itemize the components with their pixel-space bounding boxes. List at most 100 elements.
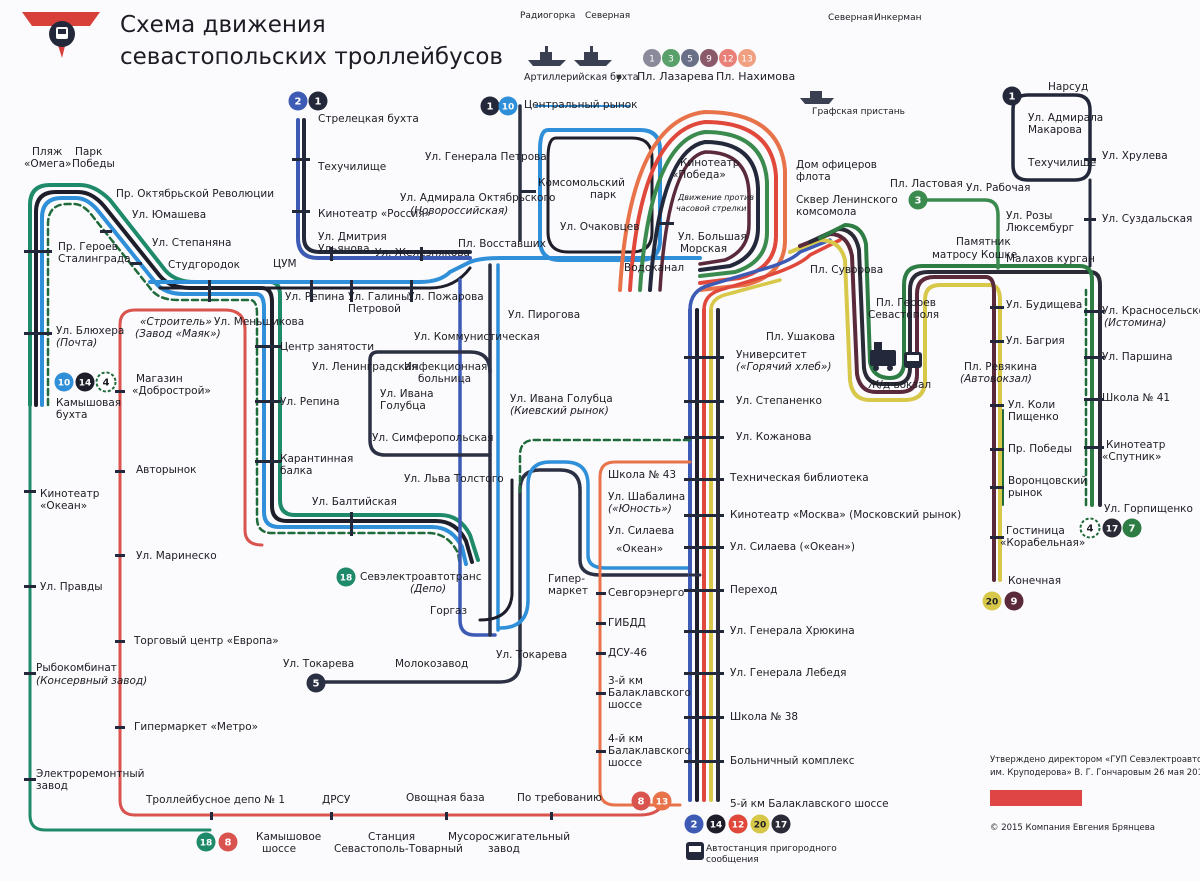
- stop-label-oktyab2: (Новороссийская): [410, 205, 508, 217]
- route-line-3-east: [923, 198, 1000, 270]
- stop-label-metro: Гипермаркет «Метро»: [134, 721, 258, 733]
- stop-label-galiny2: Петровой: [348, 303, 401, 315]
- stop-label-budish: Ул. Будищева: [1006, 299, 1082, 311]
- route-badge-14: 14: [706, 814, 726, 834]
- stop-label-krasn2: (Истомина): [1104, 317, 1166, 329]
- stop-label-blyukh1: Ул. Блюхера: [56, 325, 124, 337]
- route-badge-4: 4: [1079, 517, 1101, 539]
- route-line-1-narsud: [1011, 93, 1092, 182]
- route-badge-label: 13: [741, 55, 752, 65]
- route-line-2-south: [458, 278, 497, 637]
- route-badge-3: 3: [908, 190, 928, 210]
- stop-label-dobro1: Магазин: [136, 373, 183, 385]
- svg-text:5: 5: [313, 679, 320, 690]
- stop-label-elektro2: завод: [36, 780, 68, 792]
- svg-text:8: 8: [638, 797, 645, 808]
- map-title-line1: Схема движения: [120, 12, 326, 38]
- stop-label-km4c: шоссе: [608, 757, 642, 769]
- route-badge-1: 1: [308, 91, 328, 111]
- stop-label-korab2: «Корабельная»: [1000, 537, 1085, 549]
- stop-label-repina2: Ул. Репина: [280, 396, 340, 408]
- stop-label-krasn1: Ул. Красносельского: [1102, 305, 1200, 317]
- approval-line2: им. Круподерова» В. Г. Гончаровым 26 мая…: [990, 768, 1200, 778]
- label-artil-bukhta: Артиллерийская бухта: [524, 72, 639, 83]
- route-badge-17: 17: [771, 814, 791, 834]
- stop-label-gorgaz: Горгаз: [430, 605, 467, 617]
- route-line-4: [46, 202, 462, 568]
- stop-label-shk43: Школа № 43: [608, 469, 676, 481]
- route-badge-4: 4: [95, 371, 117, 393]
- stop-label-narsud: Нарсуд: [1048, 81, 1088, 93]
- stop-label-tolst: Ул. Льва Толстого: [404, 473, 504, 485]
- stop-label-korab1: Гостиница: [1006, 525, 1065, 537]
- stop-label-ryb2: (Консервный завод): [36, 675, 147, 687]
- bus-station-icon: [686, 842, 704, 860]
- stop-label-stepan: Ул. Степаняна: [152, 237, 231, 249]
- stop-label-pamyat1: Памятник: [956, 236, 1011, 248]
- stop-label-suvor: Пл. Суворова: [810, 264, 883, 276]
- stop-label-tekhuch: Техучилище: [1027, 157, 1096, 169]
- stop-label-kamb2: бухта: [56, 409, 87, 421]
- svg-text:18: 18: [200, 839, 213, 849]
- corner-label-severnaya: Северная: [585, 11, 630, 21]
- stop-label-karant1: Карантинная: [280, 453, 353, 465]
- stop-label-lebed: Ул. Генерала Лебедя: [730, 667, 846, 679]
- svg-text:2: 2: [295, 97, 302, 108]
- svg-text:1: 1: [315, 97, 322, 108]
- stop-label-oktyab1: Ул. Адмирала Октябрьского: [400, 192, 555, 204]
- corner-label-radiogorka: Радиогорка: [520, 11, 575, 21]
- svg-text:8: 8: [225, 838, 232, 849]
- stop-label-pishch1: Ул. Коли: [1008, 399, 1055, 411]
- route-badge-20: 20: [982, 591, 1002, 611]
- stop-label-silaeva: Ул. Силаева («Океан»): [730, 541, 855, 553]
- route-line-10-top: [148, 256, 702, 284]
- stop-label-golub3: Ул. Ивана Голубца: [510, 393, 613, 405]
- stop-label-balt: Ул. Балтийская: [312, 496, 397, 508]
- route-line-8: [118, 308, 667, 817]
- stop-label-stantsiya2: Севастополь-Товарный: [334, 843, 463, 855]
- route-line-7: [818, 223, 1094, 507]
- stop-label-komsom1: Комсомольский: [538, 177, 625, 189]
- route-badge-8: 8: [631, 791, 651, 811]
- stop-label-gorpish: Ул. Горпищенко: [1104, 503, 1193, 515]
- route-badge-7: 7: [1122, 518, 1142, 538]
- stop-label-zanyat: Центр занятости: [280, 341, 374, 353]
- svg-text:4: 4: [103, 378, 110, 389]
- stop-label-avtost1: Автостанция пригородного: [706, 844, 837, 854]
- stop-label-galiny1: Ул. Галины: [348, 291, 409, 303]
- stop-label-parsh: Ул. Паршина: [1102, 351, 1173, 363]
- stop-label-ushak: Пл. Ушакова: [766, 331, 835, 343]
- svg-text:12: 12: [732, 821, 745, 831]
- stop-label-elektro1: Электроремонтный: [36, 768, 144, 780]
- stop-label-note2: часовой стрелки: [676, 204, 746, 213]
- route-badge-10: 10: [498, 96, 518, 116]
- stop-label-shk41: Школа № 41: [1102, 392, 1170, 404]
- stop-label-pobeda2: «Победа»: [672, 169, 726, 181]
- route-line-1: [302, 118, 472, 254]
- svg-text:3: 3: [915, 196, 922, 207]
- corner-label-inkerman: Инкерман: [874, 13, 922, 23]
- stop-label-infek2: больница: [418, 373, 471, 385]
- route-badge-label: 1: [649, 55, 655, 65]
- stop-label-plyazh2: «Омега»: [24, 158, 71, 170]
- stop-label-sevel1: Севэлектроавтотранс: [360, 571, 482, 583]
- stop-label-pravdy: Ул. Правды: [40, 581, 103, 593]
- stop-label-vokzal: Ж/д вокзал: [868, 379, 931, 391]
- label-pl-lazareva: Пл. Лазарева: [637, 70, 714, 83]
- stop-label-dsu: ДСУ-46: [608, 647, 647, 659]
- stop-label-treb: По требованию: [517, 792, 602, 804]
- stop-label-raboch: Ул. Рабочая: [966, 182, 1030, 194]
- stop-label-pobeda1: Кинотеатр: [680, 157, 740, 169]
- stop-label-plyazh1: Пляж: [32, 146, 63, 158]
- stop-label-okean2: «Океан»: [40, 500, 87, 512]
- stop-label-moloko: Молокозавод: [395, 658, 468, 670]
- svg-text:9: 9: [1011, 597, 1018, 608]
- map-title-line2: севастопольских троллейбусов: [120, 44, 503, 70]
- stop-label-makar2: Макарова: [1028, 124, 1082, 136]
- route-badge-5: [681, 49, 699, 67]
- stop-label-ryb1: Рыбокомбинат: [36, 662, 117, 674]
- stop-label-lening: Ул. Ленинградская: [312, 361, 417, 373]
- route-badge-1: 1: [480, 96, 500, 116]
